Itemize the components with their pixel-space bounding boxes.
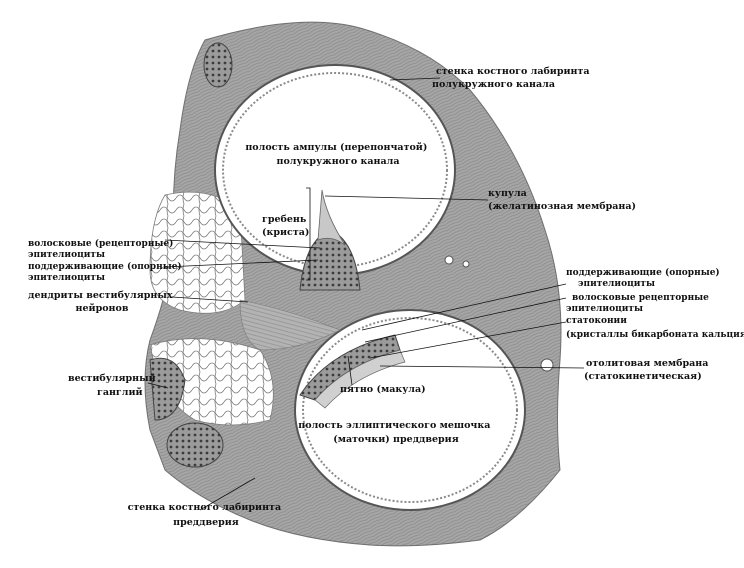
vestibular-ganglion-shape — [149, 357, 186, 421]
label-support-cells-right: поддерживающие (опорные) эпителиоциты — [566, 267, 723, 289]
leader-bony-wall-vestibule — [199, 477, 256, 511]
vessel-small-3 — [462, 260, 470, 268]
vestibular-nerve-fibers — [239, 299, 341, 351]
label-otolith-membrane: отолитовая мембрана (статокинетическая) — [584, 358, 712, 382]
vessel-small-2 — [540, 358, 554, 372]
leader-dendrites — [171, 296, 249, 303]
label-macula: пятно (макула) — [340, 384, 426, 395]
leader-macula — [347, 355, 353, 386]
label-vestibular-ganglion: вестибулярный ганглий — [68, 373, 159, 398]
utricle-epithelium — [302, 317, 518, 503]
label-hair-cells-right: волосковые рецепторные эпителиоциты — [566, 293, 712, 314]
label-cupula: купула (желатинозная мембрана) — [488, 188, 636, 212]
label-ampulla-cavity: полость ампулы (перепончатой) полукружно… — [245, 142, 430, 167]
label-bony-wall-vestibule: стенка костного лабиринта преддверия — [128, 502, 285, 528]
leader-support-cells-right — [361, 283, 567, 331]
label-support-cells-left: поддерживающие (опорные) эпителиоциты — [28, 261, 185, 283]
blood-vessel-lower — [166, 422, 224, 468]
blood-vessel-upper — [203, 42, 233, 88]
label-hair-cells-left: волосковые (рецепторные) эпителиоциты — [28, 238, 177, 260]
leader-otolith-membrane — [379, 365, 585, 369]
utricle-cavity — [294, 309, 526, 511]
leader-cupula — [324, 195, 489, 201]
loose-connective-tissue — [149, 191, 246, 314]
leader-hair-cells-right — [364, 297, 567, 343]
vessel-small-1 — [444, 255, 454, 265]
leader-statoconia — [369, 321, 567, 359]
leader-vestibular-ganglion — [147, 382, 169, 389]
label-utricle-cavity: полость эллиптического мешочка (маточки)… — [298, 420, 493, 445]
label-dendrites: дендриты вестибулярных нейронов — [28, 290, 176, 314]
otolithic-membrane-shape — [314, 349, 406, 409]
label-statoconia: статоконии (кристаллы бикарбоната кальци… — [566, 316, 744, 340]
leader-bony-wall-canal — [389, 77, 441, 81]
crest-bracket — [306, 187, 311, 281]
cupula-shape — [317, 189, 346, 246]
label-bony-wall-canal: стенка костного лабиринта полукружного к… — [432, 66, 593, 90]
label-crest: гребень (криста) — [262, 214, 310, 238]
leader-hair-cells-left — [164, 239, 321, 249]
leader-support-cells-left — [164, 259, 319, 268]
